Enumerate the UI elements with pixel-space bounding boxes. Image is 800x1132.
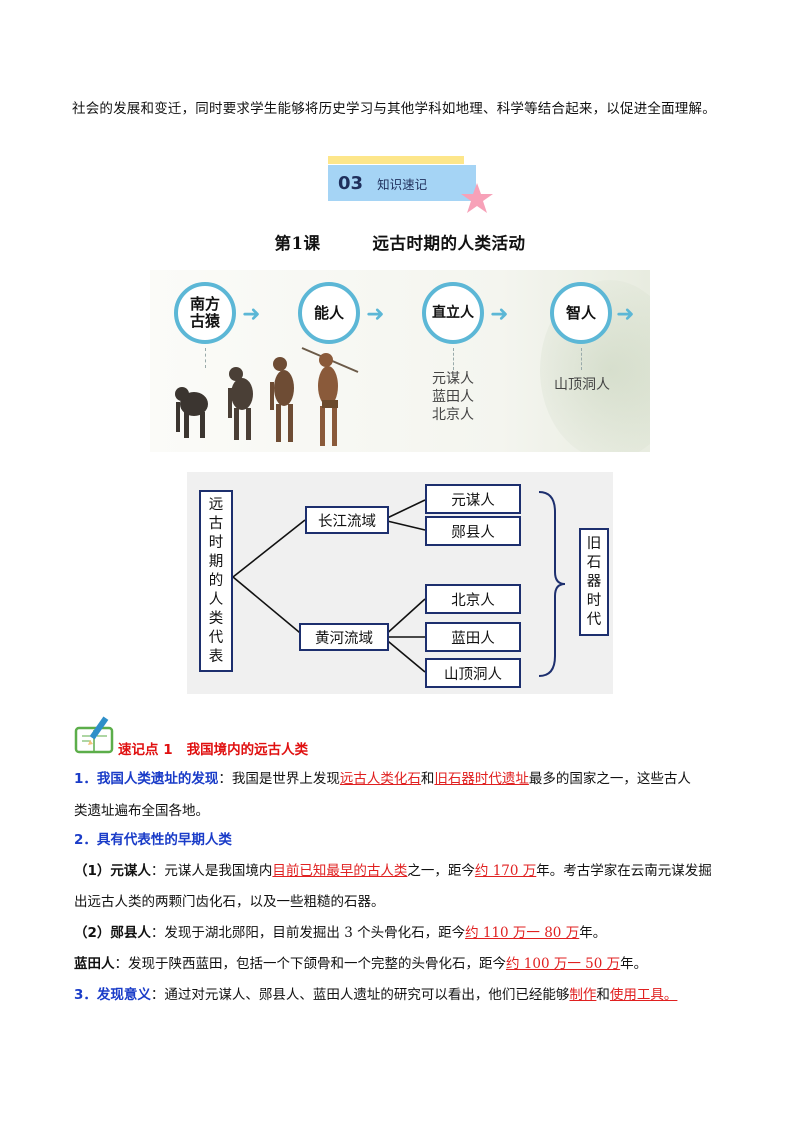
point-1-continued: 类遗址遍布全国各地。 <box>74 803 209 819</box>
leaf-shandingdong: 山顶洞人 <box>425 658 521 688</box>
leaf-yuanmou: 元谋人 <box>425 484 521 514</box>
badge-number: 03 <box>338 172 364 194</box>
leaf-lantian: 蓝田人 <box>425 622 521 652</box>
badge-label: 知识速记 <box>377 176 428 192</box>
lesson-number: 第1课 <box>274 234 321 253</box>
leaf-yunxian: 郧县人 <box>425 516 521 546</box>
hominin-evolution-illustration <box>175 347 359 446</box>
lesson-title: 第1课 远古时期的人类活动 <box>0 230 800 254</box>
leaf-beijing: 北京人 <box>425 584 521 614</box>
answer-blank: 使用工具。 <box>609 987 678 1003</box>
arrow-right-icon: ➜ <box>490 302 509 327</box>
diagram-connectors <box>232 491 566 677</box>
stage-homo-habilis: 能人 <box>298 282 360 344</box>
answer-blank: 远古人类化石 <box>339 771 421 787</box>
branch-yangtze: 长江流域 <box>305 506 389 534</box>
badge-accent-bar <box>328 156 464 164</box>
yuanmou-continued: 出远古人类的两颗门齿化石，以及一些粗糙的石器。 <box>74 894 385 910</box>
homo-erectus-examples: 元谋人 蓝田人 北京人 <box>432 371 474 423</box>
answer-blank: 目前已知最早的古人类 <box>272 863 408 879</box>
answer-blank: 约 110 万一 80 万 <box>465 925 580 941</box>
stage-homo-erectus: 直立人 <box>422 282 484 344</box>
answer-blank: 约 170 万 <box>474 863 537 879</box>
intro-paragraph: 社会的发展和变迁，同时要求学生能够将历史学习与其他学科如地理、科学等结合起来，以… <box>72 101 716 117</box>
root-box: 远 古 时 期 的 人 类 代 表 <box>199 490 233 672</box>
point-3-paragraph: 3．发现意义：通过对元谋人、郧县人、蓝田人遗址的研究可以看出，他们已经能够制作和… <box>74 987 678 1003</box>
answer-blank: 约 100 万一 50 万 <box>506 956 621 972</box>
stage-homo-sapiens: 智人 <box>550 282 612 344</box>
branch-yellow-river: 黄河流域 <box>299 623 389 651</box>
star-icon <box>461 183 493 213</box>
point-1-paragraph: 1．我国人类遗址的发现：我国是世界上发现远古人类化石和旧石器时代遗址最多的国家之… <box>74 771 691 787</box>
yunxian-paragraph: （2）郧县人：发现于湖北郧阳，目前发掘出 3 个头骨化石，距今约 110 万一 … <box>74 925 607 941</box>
evolution-figure: 南方古猿 ➜ 能人 ➜ 直立人 ➜ 智人 ➜ 元谋人 蓝田人 北京人 山顶洞人 <box>150 270 650 452</box>
stage-australopithecus: 南方古猿 <box>174 282 236 344</box>
classification-diagram: 远 古 时 期 的 人 类 代 表 长江流域 黄河流域 元谋人 郧县人 北京人 … <box>187 472 613 694</box>
answer-blank: 制作 <box>569 987 597 1003</box>
arrow-right-icon: ➜ <box>366 302 385 327</box>
point-2-heading: 2．具有代表性的早期人类 <box>74 832 232 848</box>
section-badge: 03 知识速记 <box>300 156 500 216</box>
homo-sapiens-example: 山顶洞人 <box>554 377 610 393</box>
lesson-name: 远古时期的人类活动 <box>372 234 526 253</box>
era-box: 旧 石 器 时 代 <box>579 528 609 636</box>
notebook-pencil-icon <box>74 716 114 754</box>
lantian-paragraph: 蓝田人：发现于陕西蓝田，包括一个下颌骨和一个完整的头骨化石，距今约 100 万一… <box>74 956 648 972</box>
answer-blank: 旧石器时代遗址 <box>434 771 529 787</box>
arrow-right-icon: ➜ <box>616 302 635 327</box>
arrow-right-icon: ➜ <box>242 302 261 327</box>
yuanmou-paragraph: （1）元谋人：元谋人是我国境内目前已知最早的古人类之一，距今约 170 万年。考… <box>74 863 712 879</box>
